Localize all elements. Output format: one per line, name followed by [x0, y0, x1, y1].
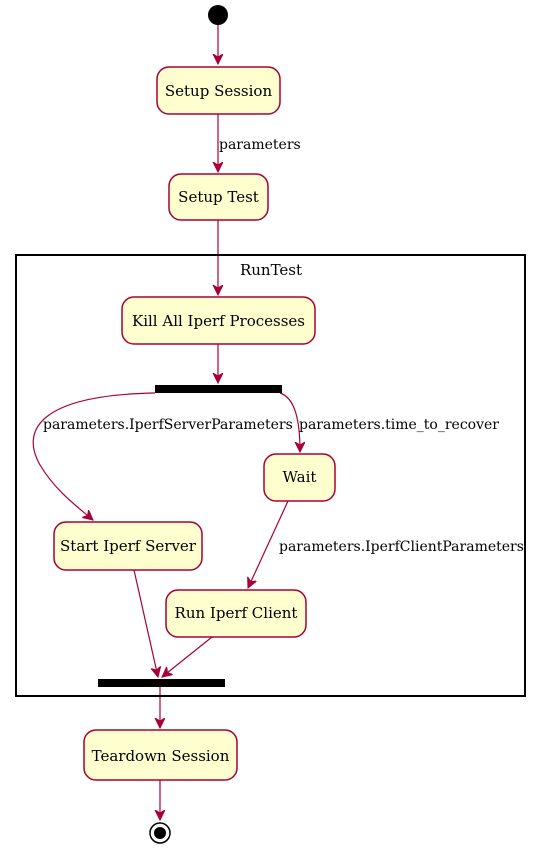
edge-fork-to-wait	[279, 392, 300, 452]
partition-label: RunTest	[240, 261, 302, 279]
edge-wait-to-run-client	[248, 500, 289, 588]
node-wait	[263, 453, 336, 502]
end-node	[149, 822, 171, 844]
node-wait-label: Wait	[283, 468, 317, 486]
start-node	[208, 5, 228, 25]
node-teardown-label: Teardown Session	[92, 747, 230, 765]
edge-start-server-to-join	[133, 569, 158, 677]
join-bar	[98, 679, 225, 687]
node-teardown	[83, 729, 238, 781]
node-setup-test-label: Setup Test	[178, 188, 259, 206]
edge-label-wait-to-client: parameters.IperfClientParameters	[279, 539, 524, 555]
node-setup-session	[156, 66, 281, 115]
node-setup-test	[168, 173, 269, 221]
edge-label-session-to-test: parameters	[219, 137, 301, 153]
edge-label-fork-to-wait: parameters.time_to_recover	[299, 417, 499, 433]
fork-bar	[155, 385, 282, 393]
edge-fork-to-start-server	[32, 392, 156, 520]
partition-frame	[15, 254, 526, 697]
node-run-client-label: Run Iperf Client	[175, 604, 298, 622]
node-kill-all-label: Kill All Iperf Processes	[132, 312, 305, 330]
edge-run-client-to-join	[162, 636, 213, 677]
node-run-client	[165, 589, 307, 638]
edges	[32, 25, 300, 820]
node-start-server-label: Start Iperf Server	[60, 537, 197, 555]
node-kill-all	[121, 296, 316, 345]
edge-label-fork-to-server: parameters.IperfServerParameters	[43, 417, 293, 433]
node-start-server	[53, 521, 203, 571]
node-setup-session-label: Setup Session	[165, 82, 273, 100]
